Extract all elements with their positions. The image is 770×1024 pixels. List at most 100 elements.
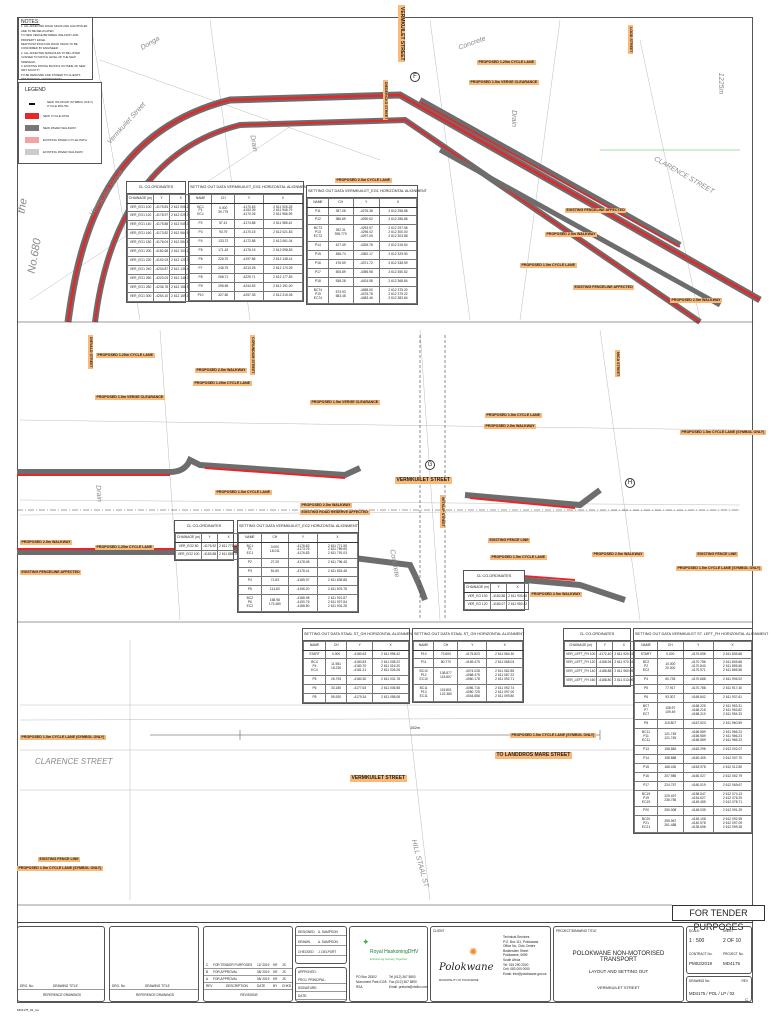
column-header: X xyxy=(712,640,753,651)
table-cell: -4145.108 -4140.978 -4135.698 xyxy=(682,815,714,834)
legend-title: LEGEND xyxy=(25,87,46,93)
table-cell: 573.93 583.48 xyxy=(327,286,354,304)
approval-box: APPROVED:PROJ. PRINCIPAL:SIGNATURE:DATE: xyxy=(295,967,347,1002)
table-cell: P11 xyxy=(307,206,329,217)
company-tagline: Enhancing Society Together xyxy=(370,957,408,961)
annotation-label: DIEDERICKS STREET xyxy=(383,80,388,121)
table-cell: 60.735 xyxy=(657,675,684,686)
company-contact: PO Box 25302 xyxy=(356,975,377,979)
annotation-label: VERMKUILET STREET xyxy=(398,5,405,62)
annotation-label: PROPOSED 2.5m WALKWAY xyxy=(545,232,597,237)
table-cell: -4204.87 xyxy=(153,265,171,276)
table-cell: P10 xyxy=(412,649,435,660)
notes-box: NOTES: 1. ALL AFFECTED ROAD SIGNS AND LI… xyxy=(18,17,93,80)
table-cell: -4158.547 -4154.627 -4149.455 xyxy=(682,789,714,808)
column-header: DATE xyxy=(257,984,266,988)
person-name: A. SAMPSON xyxy=(318,940,338,944)
annotation-label: PROPOSED 1.5m VERGE CLEARANCE xyxy=(95,395,165,400)
table-cell: 2 611 835.88 xyxy=(316,576,359,587)
legend-swatch-icon xyxy=(25,113,39,119)
legend-item: NEW PAVED WALKWAY xyxy=(25,122,95,134)
annotation-label: PROPOSED 1.5m CYCLE LANE xyxy=(490,555,547,560)
table-title: SETTING OUT DATA VERMKUILET_EG2 HORIZONT… xyxy=(238,521,358,533)
annotation-label: PROPOSED 2.5m WALKWAY xyxy=(670,298,722,303)
table-cell: -4168.94 xyxy=(596,658,614,669)
title-block: DRG. No.DRAWING TITLE REFERENCE DRAWINGS… xyxy=(17,922,753,1004)
table-cell: -4276.38 xyxy=(352,206,381,217)
annotation-label: PROPOSED 2.5m CYCLE LANE xyxy=(335,178,392,183)
table-cell: P8 xyxy=(303,693,326,704)
street-name: CLARENCE STREET xyxy=(35,757,113,766)
annotation-label: PROPOSED 2.5m WALKWAY xyxy=(592,552,644,557)
client-contact: Technical Services xyxy=(503,935,530,939)
annotation-label: PROPOSED 2.5m WALKWAY xyxy=(20,540,72,545)
table-cell: 121.745 121.745 xyxy=(657,727,684,746)
table-cell: 71.83 xyxy=(260,576,289,587)
table-cell: -4167.523 xyxy=(682,719,714,729)
table-cell: VER_EG2 100 xyxy=(174,550,203,561)
table-cell: BC1 P1 EC1 xyxy=(188,202,213,221)
column-header: CHAINAGE (m) xyxy=(174,532,203,543)
table-cell: -4175.823 xyxy=(457,649,488,660)
annotation-label: EXISTING FENCELINE AFFECTED xyxy=(573,285,635,290)
table-cell: 2 611 996.42 xyxy=(372,649,409,660)
table-cell: 2 611 960.05 xyxy=(612,667,636,678)
sun-logo-icon: ✺ xyxy=(469,947,478,958)
table-cell: VER_EG1 140 xyxy=(126,220,155,231)
table-cell: P16 xyxy=(633,771,659,782)
table-cell: 2 612 315.54 xyxy=(379,241,417,252)
table-cell: 51.60 xyxy=(260,567,289,578)
table-cell: 2 612 007.70 xyxy=(712,753,753,764)
annotation-label: EXISTING FENCE LINE xyxy=(488,538,531,543)
annotation-label: PROPOSED 2.5m WALKWAY xyxy=(195,368,247,373)
company-contact: Email: pretoria@rhdhv.com xyxy=(389,985,428,989)
revision-cell: JS xyxy=(282,977,286,981)
table-cell: VER_LEFT_FH 100 xyxy=(563,649,598,660)
table-cell: 2 612 061.04 xyxy=(262,237,304,248)
table-cell: -4192.03 xyxy=(153,256,171,267)
coordinate-table: SETTING OUT DATA VERMKUILET ST. LEFT_FH … xyxy=(633,628,768,835)
annotation-label: PROPOSED 1.25m CYCLE LANE xyxy=(477,60,536,65)
table-cell: 133.72 xyxy=(211,237,236,248)
legend-label: NEW ON-ROAD (SYMBOL ONLY) CYCLE ROUTE xyxy=(47,100,94,108)
table-cell: 57.41 xyxy=(211,219,236,230)
table-cell: BC2 P6 EC2 xyxy=(238,594,262,613)
table-cell: VER_EG1 240 xyxy=(126,265,155,276)
table-title: CL CO-ORDINATES xyxy=(127,182,185,194)
table-cell: 295.69 xyxy=(211,282,236,292)
legend-swatch-icon xyxy=(25,125,39,131)
project-label: PROJECT/DRAWING TITLE xyxy=(556,929,597,933)
table-cell: -4182.68 xyxy=(153,247,171,258)
client-label: CLIENT xyxy=(433,929,445,933)
table-cell: -4196.20 xyxy=(287,585,318,596)
table-cell: -4176.15 xyxy=(234,246,264,257)
table-cell: 80.770 xyxy=(433,658,459,669)
table-cell: -4178.41 xyxy=(287,567,318,578)
table-cell: START xyxy=(303,649,326,660)
table-cell: -4182.88 xyxy=(490,591,508,602)
column-header: Y xyxy=(201,532,219,543)
table-cell: -4176.04 xyxy=(153,238,171,249)
table-cell: 2 611 845.68 2 611 855.68 2 611 865.58 xyxy=(712,658,753,677)
table-cell: 2 612 215.06 xyxy=(262,290,304,301)
column-header: Y xyxy=(352,197,381,208)
table-cell: VER_EG1 200 xyxy=(126,247,155,258)
